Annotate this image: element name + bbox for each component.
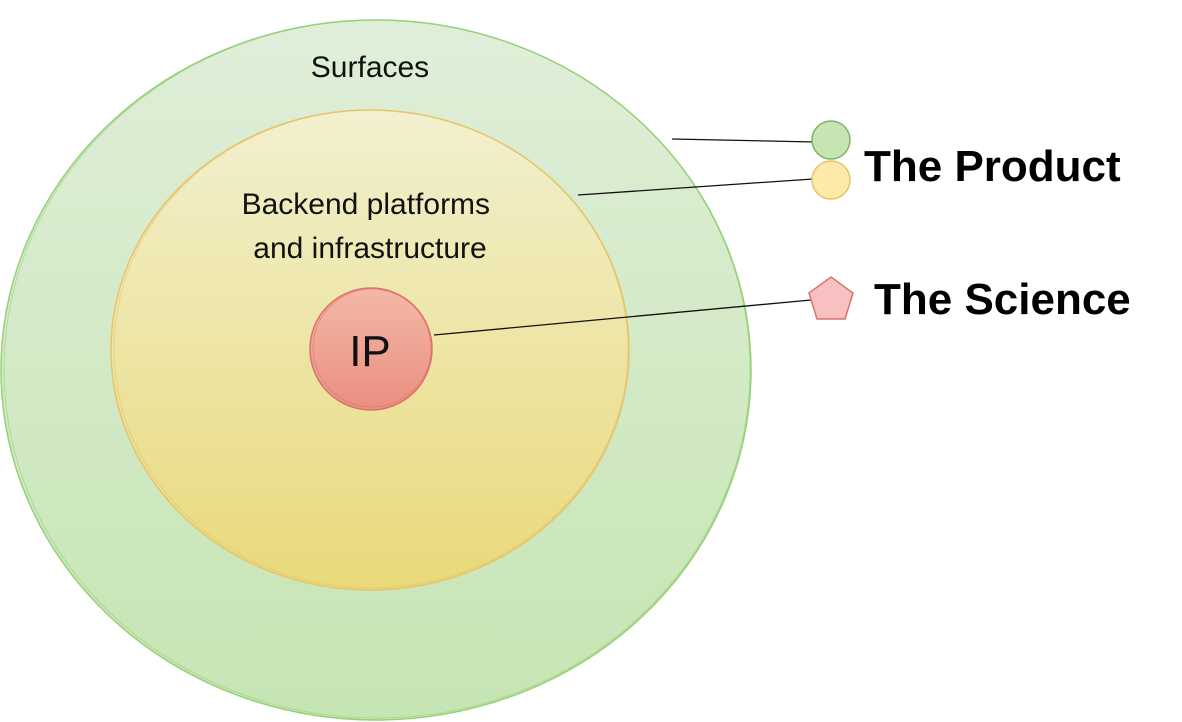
backend-label: Backend platforms and infrastructure: [242, 188, 499, 265]
product-label: The Product: [864, 142, 1121, 191]
surfaces-connector-line: [671, 138, 816, 143]
ip-connector-line: [433, 299, 812, 336]
science-pentagon-marker: [808, 276, 854, 320]
ip-core: IP: [309, 287, 433, 411]
product-yellow-marker: [811, 160, 851, 200]
science-legend: The Science: [808, 275, 1131, 324]
surfaces-label: Surfaces: [311, 51, 429, 84]
ip-label: IP: [349, 327, 391, 376]
product-legend: The Product: [811, 120, 1121, 200]
backend-label-line-1: Backend platforms: [242, 188, 490, 221]
science-label: The Science: [874, 275, 1131, 324]
product-green-marker: [811, 120, 851, 160]
backend-label-line-2: and infrastructure: [253, 232, 486, 265]
backend-connector-line: [577, 178, 814, 196]
